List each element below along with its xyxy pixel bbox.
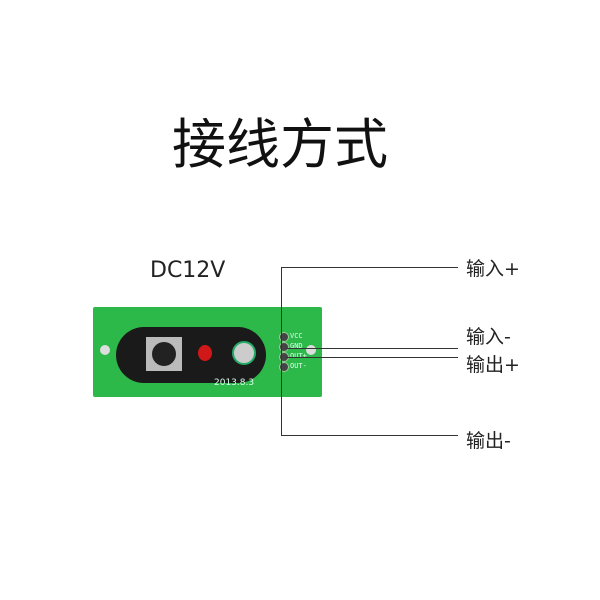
ir-emitter	[232, 341, 256, 365]
supply-voltage-label: DC12V	[150, 258, 226, 283]
pin-gnd	[279, 342, 289, 352]
wire-out-minus	[281, 435, 458, 436]
connection-label-input-plus: 输入+	[466, 258, 520, 280]
pin-label: GND	[290, 342, 303, 350]
wire-gnd	[286, 348, 458, 349]
pin-label: VCC	[290, 332, 303, 340]
mount-hole-right	[306, 345, 316, 355]
mount-hole-left	[100, 345, 110, 355]
pin-vcc	[279, 332, 289, 342]
wire-out-plus	[286, 357, 458, 358]
pin-label: OUT-	[290, 362, 307, 370]
connection-label-output-minus: 输出-	[466, 430, 511, 452]
page-title: 接线方式	[172, 113, 388, 176]
wire-vcc	[281, 267, 458, 268]
board-date-print: 2013.8.3	[214, 378, 255, 388]
connection-label-input-minus: 输入-	[466, 326, 511, 348]
pin-out-minus	[279, 362, 289, 372]
red-led	[198, 345, 212, 361]
pin-label: OUT+	[290, 352, 307, 360]
wire-vertical	[281, 267, 282, 436]
connection-label-output-plus: 输出+	[466, 354, 520, 376]
ir-receiver	[146, 337, 182, 371]
